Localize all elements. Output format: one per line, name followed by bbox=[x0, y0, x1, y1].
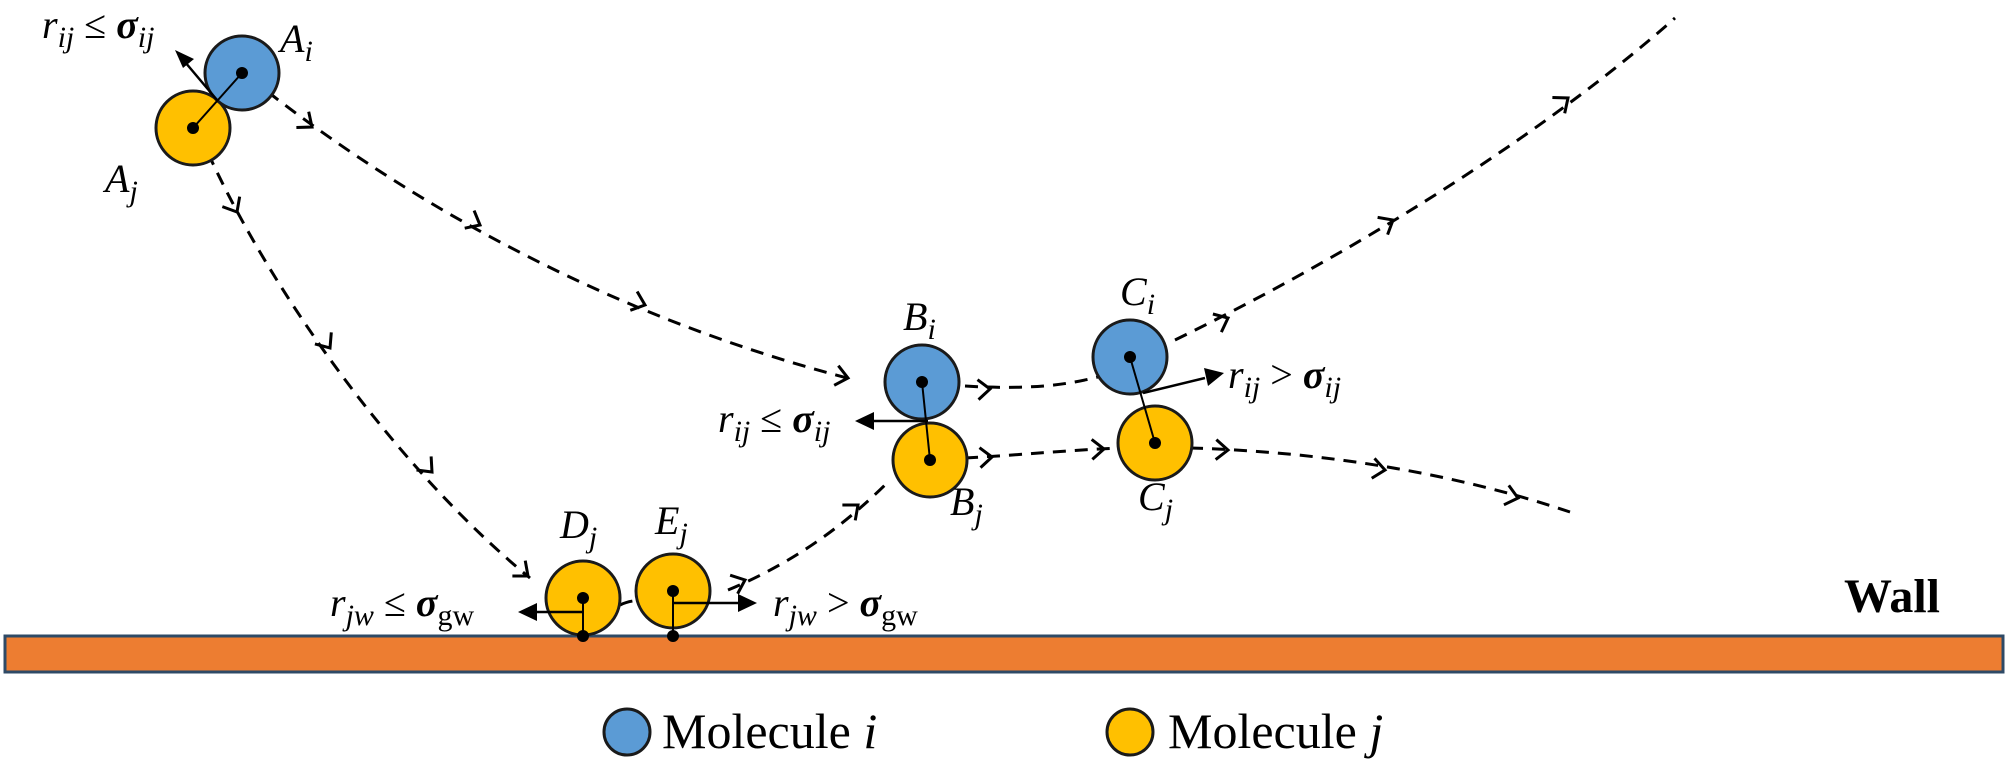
separation-arrow-C bbox=[1142, 376, 1206, 395]
center-dot bbox=[187, 122, 199, 134]
direction-chevron bbox=[464, 209, 483, 230]
condition-wall-collision-D: rjw ≤ σgw bbox=[330, 580, 474, 632]
arrowhead bbox=[175, 50, 194, 68]
condition-collision-B: rij ≤ σij bbox=[718, 396, 830, 448]
direction-chevron bbox=[729, 573, 748, 595]
legend-molecule-i-label: Molecule i bbox=[662, 703, 877, 759]
trajectory-j-after-C bbox=[1189, 446, 1571, 514]
label-B-i: Bi bbox=[903, 294, 936, 346]
center-dot bbox=[1124, 351, 1136, 363]
legend-molecule-i-swatch bbox=[602, 707, 652, 757]
label-A-j: Aj bbox=[102, 156, 138, 208]
center-link-C bbox=[1129, 356, 1156, 444]
trajectory-j-E-to-B bbox=[727, 478, 892, 592]
center-dot bbox=[916, 376, 928, 388]
arrowhead bbox=[855, 412, 874, 430]
center-link-A bbox=[192, 72, 243, 129]
label-D-j: Dj bbox=[559, 502, 597, 554]
legend-molecule-j-swatch bbox=[1105, 707, 1155, 757]
condition-wall-separation-E: rjw > σgw bbox=[773, 580, 918, 632]
label-B-j: Bj bbox=[950, 479, 983, 531]
center-dot bbox=[1149, 437, 1161, 449]
direction-chevron bbox=[1503, 484, 1521, 507]
center-dot bbox=[924, 454, 936, 466]
wall-label: Wall bbox=[1844, 570, 1940, 623]
direction-chevron bbox=[1552, 96, 1570, 114]
direction-chevron bbox=[842, 503, 860, 521]
label-A-i: Ai bbox=[277, 16, 313, 68]
direction-chevron bbox=[1214, 438, 1231, 461]
arrowhead bbox=[518, 603, 537, 621]
direction-chevron bbox=[416, 456, 434, 474]
wall-contact-dot bbox=[667, 630, 679, 642]
wall-surface bbox=[3, 634, 2005, 674]
direction-chevron bbox=[512, 560, 530, 578]
wall-contact-dot bbox=[577, 630, 589, 642]
trajectory-i-after-C bbox=[1174, 16, 1676, 342]
trajectory-i-A-to-B bbox=[267, 90, 856, 382]
direction-chevron bbox=[833, 364, 851, 387]
direction-chevron bbox=[1212, 312, 1231, 333]
direction-chevron bbox=[1377, 215, 1396, 236]
direction-chevron bbox=[1090, 438, 1107, 461]
arrowhead bbox=[738, 594, 757, 612]
legend-molecule-j-label: Molecule j bbox=[1168, 703, 1383, 759]
arrowhead bbox=[1204, 368, 1224, 386]
direction-chevron bbox=[976, 378, 993, 401]
direction-chevron bbox=[978, 446, 995, 469]
trajectory-j-A-to-D bbox=[206, 152, 531, 580]
legend: Molecule i Molecule j bbox=[602, 703, 1383, 759]
direction-chevron bbox=[1370, 457, 1388, 480]
condition-collision-A: rij ≤ σij bbox=[42, 2, 154, 54]
direction-chevron bbox=[629, 290, 648, 312]
direction-chevron bbox=[314, 332, 333, 350]
label-C-i: Ci bbox=[1120, 269, 1155, 321]
label-C-j: Cj bbox=[1138, 474, 1173, 526]
center-dot bbox=[236, 67, 248, 79]
condition-separation-C: rij > σij bbox=[1228, 352, 1341, 404]
direction-chevron bbox=[221, 196, 242, 215]
direction-chevron bbox=[296, 111, 314, 129]
collision-arrow-A bbox=[184, 61, 218, 101]
label-E-j: Ej bbox=[654, 498, 688, 550]
